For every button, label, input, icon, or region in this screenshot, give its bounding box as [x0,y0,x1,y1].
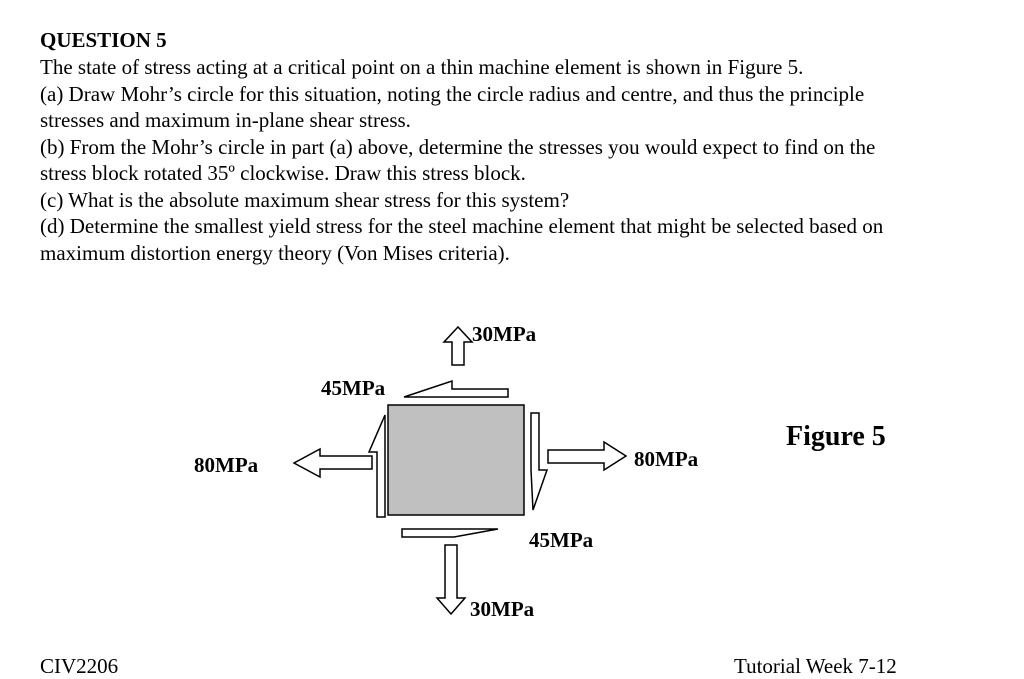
footer-right-cut: Tutorial Week 7-12 [734,654,897,678]
label-normal-y-top: 30MPa [472,322,537,346]
shear-arrow-right [530,412,549,511]
label-shear-top: 45MPa [321,376,386,400]
normal-stress-arrow-left [292,447,373,479]
question-line: The state of stress acting at a critical… [40,55,804,79]
figure-caption: Figure 5 [786,421,886,452]
stress-element-figure [292,325,628,616]
question-line: stresses and maximum in-plane shear stre… [40,108,411,132]
label-shear-bottom: 45MPa [529,528,594,552]
question-title: QUESTION 5 [40,28,167,52]
question-body: The state of stress acting at a critical… [40,54,980,266]
label-normal-y-bottom: 30MPa [470,597,535,621]
footer-left-cut: CIV2206 [40,654,119,678]
shear-arrow-bottom [401,528,499,538]
question-line: stress block rotated 35º clockwise. Draw… [40,161,526,185]
question-line: maximum distortion energy theory (Von Mi… [40,240,510,265]
question-line: (a) Draw Mohr’s circle for this situatio… [40,81,865,106]
shear-arrow-top [403,379,509,398]
question-line: (d) Determine the smallest yield stress … [40,214,884,238]
label-normal-x-right: 80MPa [634,447,699,471]
label-normal-x-left: 80MPa [194,453,259,477]
normal-stress-arrow-top [442,325,474,366]
stress-element [387,404,525,516]
normal-stress-arrow-right [547,440,628,472]
question-line: (b) From the Mohr’s circle in part (a) a… [40,134,876,159]
normal-stress-arrow-bottom [435,544,467,616]
question-line: (c) What is the absolute maximum shear s… [40,187,570,212]
shear-arrow-left [367,414,386,518]
